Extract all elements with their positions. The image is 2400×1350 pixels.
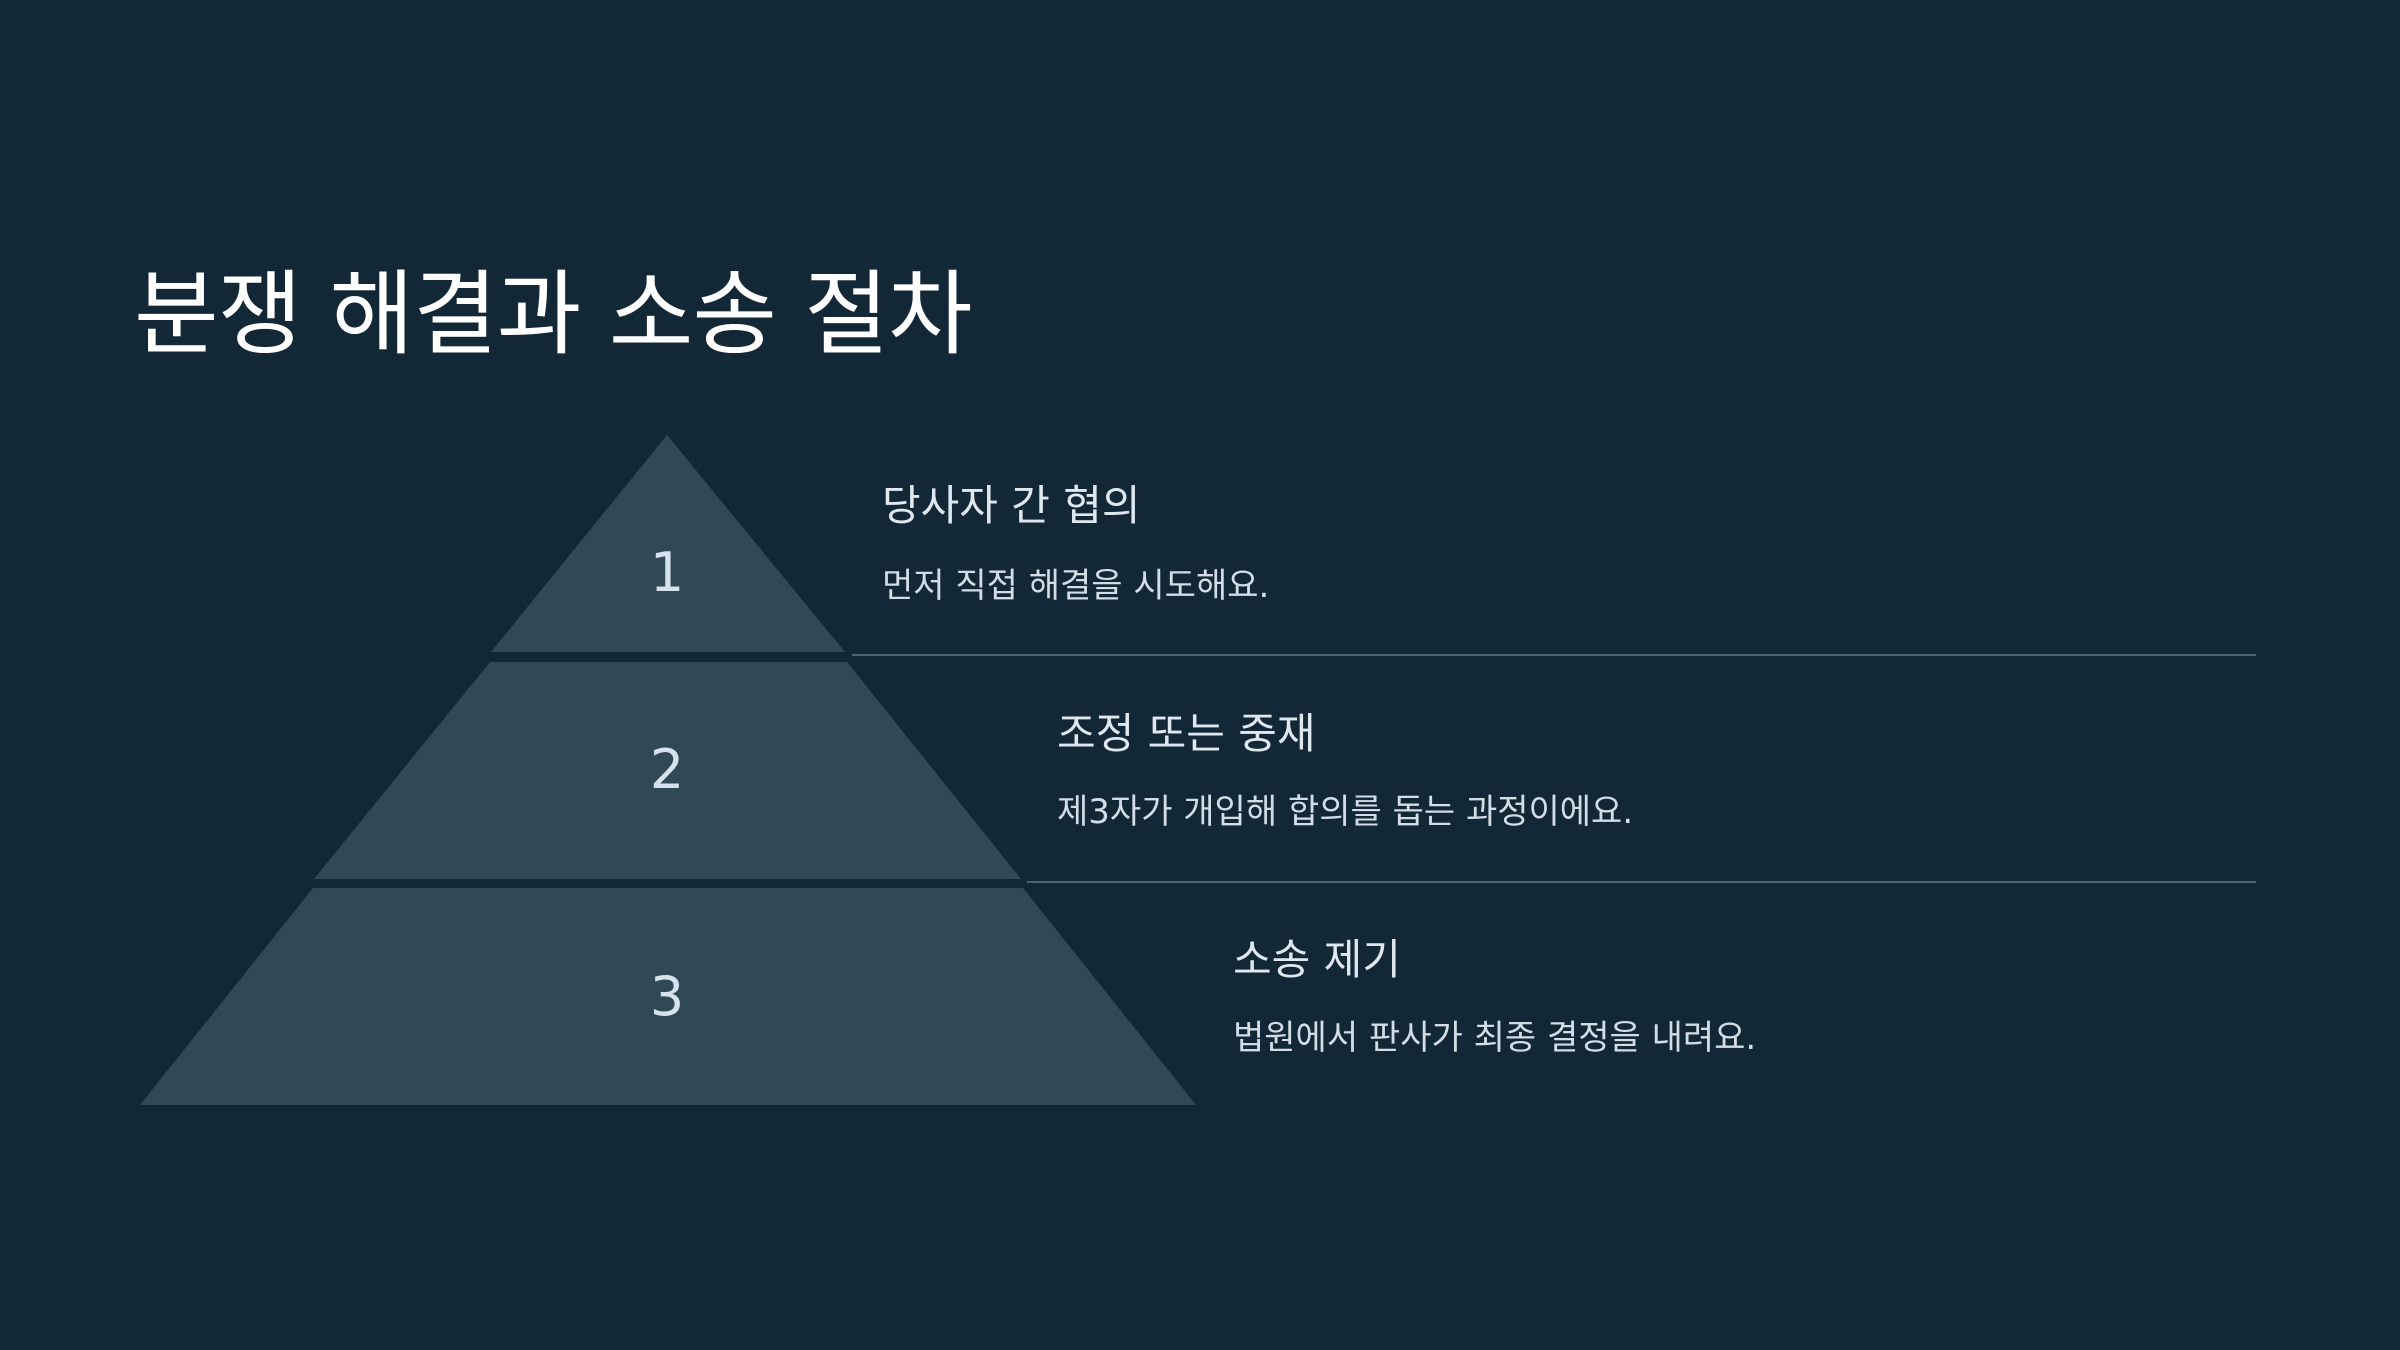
step-3-title: 소송 제기 [1233, 935, 1401, 984]
divider-1 [852, 654, 2256, 656]
step-1-title: 당사자 간 협의 [882, 481, 1141, 530]
step-3-description: 법원에서 판사가 최종 결정을 내려요. [1233, 1018, 1757, 1058]
page-title: 분쟁 해결과 소송 절차 [134, 261, 972, 368]
divider-2 [1027, 881, 2256, 883]
pyramid-tier-2 [314, 662, 1021, 879]
pyramid-tier-3 [140, 888, 1196, 1105]
step-2-title: 조정 또는 중재 [1057, 709, 1316, 758]
step-1-description: 먼저 직접 해결을 시도해요. [882, 566, 1270, 606]
tier-3-number: 3 [650, 965, 684, 1028]
tier-1-number: 1 [650, 541, 684, 604]
pyramid-tier-1 [491, 435, 845, 652]
step-2-description: 제3자가 개입해 합의를 돕는 과정이에요. [1057, 792, 1634, 832]
tier-2-number: 2 [650, 738, 684, 801]
